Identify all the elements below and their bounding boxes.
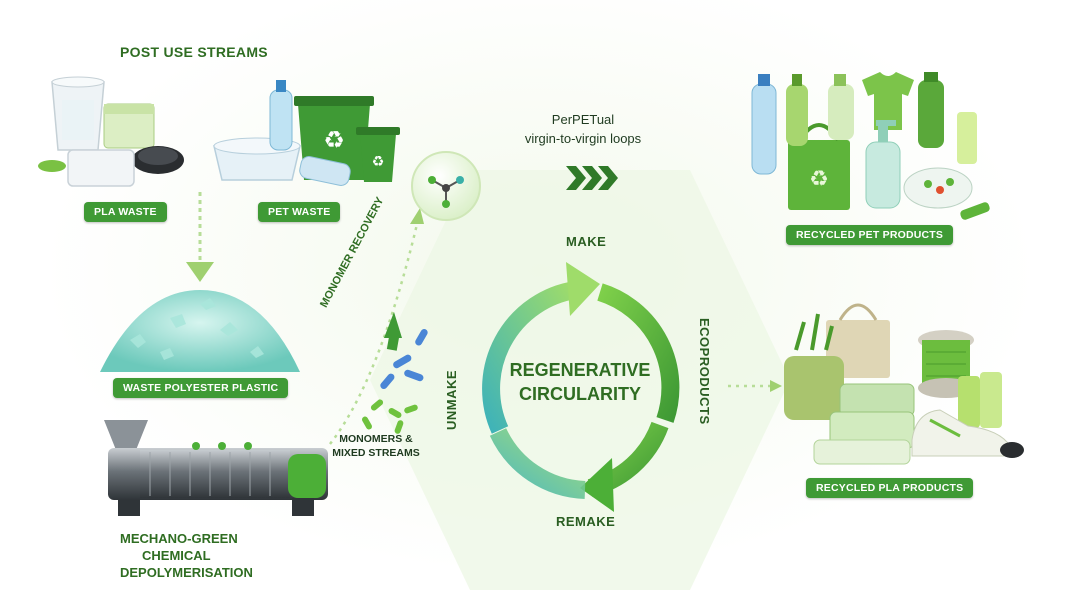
- svg-text:♻: ♻: [372, 154, 385, 170]
- monomers-line-1: MONOMERS &: [339, 433, 413, 445]
- recycled-pet-label: RECYCLED PET PRODUCTS: [786, 225, 954, 245]
- recovery-path: [329, 219, 420, 445]
- lid-icon: [132, 146, 184, 174]
- plate-icon: [38, 160, 66, 172]
- monomers-mixed-label: MONOMERS & MIXED STREAMS: [326, 432, 426, 460]
- recycled-pla-label: RECYCLED PLA PRODUCTS: [806, 478, 974, 498]
- svg-text:♻: ♻: [809, 167, 829, 192]
- molecule-icon: [411, 151, 481, 221]
- regenerative-circularity-title: REGENERATIVE CIRCULARITY: [490, 358, 670, 406]
- box-icon: [103, 103, 155, 149]
- cups-icon: [958, 372, 1002, 428]
- depolymerisation-line-1: MECHANO-GREEN: [120, 531, 238, 546]
- pla-waste-label: PLA WASTE: [84, 202, 167, 222]
- food-container-icon: [903, 167, 973, 209]
- clamshell-icon: [67, 149, 135, 187]
- unmake-label: UNMAKE: [444, 369, 459, 430]
- arrow-head: [186, 262, 214, 282]
- monomer-capsules: [362, 328, 428, 434]
- ecoproducts-label: ECOPRODUCTS: [697, 318, 712, 425]
- perpetual-line-1: PerPETual: [551, 112, 615, 127]
- depolymerisation-label: MECHANO-GREEN CHEMICAL DEPOLYMERISATION: [120, 530, 253, 581]
- remake-label: REMAKE: [556, 514, 616, 529]
- hexagon-backdrop: [370, 170, 790, 590]
- perpetual-line-2: virgin-to-virgin loops: [524, 131, 642, 146]
- grinder-icon: [104, 420, 328, 516]
- chevron-arrows-icon: [566, 166, 618, 190]
- post-use-streams-heading: POST USE STREAMS: [120, 44, 268, 60]
- waste-polyester-label: WASTE POLYESTER PLASTIC: [113, 378, 289, 398]
- depolymerisation-line-3: DEPOLYMERISATION: [120, 565, 253, 580]
- crushed-bottle-icon: [299, 156, 351, 186]
- pet-waste-label: PET WASTE: [258, 202, 341, 222]
- depolymerisation-line-2: CHEMICAL: [142, 548, 211, 563]
- basket-icon: [784, 313, 844, 420]
- flakes-pile: [100, 290, 300, 372]
- shoe-icon: [911, 409, 1024, 458]
- spool-icon: [918, 330, 974, 398]
- monomers-line-2: MIXED STREAMS: [332, 447, 420, 459]
- up-arrow: [384, 312, 402, 338]
- pla-containers-icon: [813, 383, 915, 465]
- cup-icon: [51, 76, 105, 151]
- tshirt-icon: [862, 72, 914, 130]
- make-label: MAKE: [566, 234, 607, 249]
- perpetual-label: PerPETual virgin-to-virgin loops: [498, 110, 668, 148]
- cycle-arrows: [482, 262, 680, 512]
- shopping-bag-icon: ♻: [788, 123, 850, 210]
- bottle-icon: [269, 80, 293, 151]
- recycled-bottles-icon: [751, 72, 977, 175]
- svg-text:♻: ♻: [323, 126, 345, 154]
- soap-bottle-icon: [865, 120, 901, 209]
- center-line-1: REGENERATIVE: [509, 360, 651, 380]
- small-bin-icon: ♻: [356, 127, 400, 182]
- center-line-2: CIRCULARITY: [519, 384, 641, 404]
